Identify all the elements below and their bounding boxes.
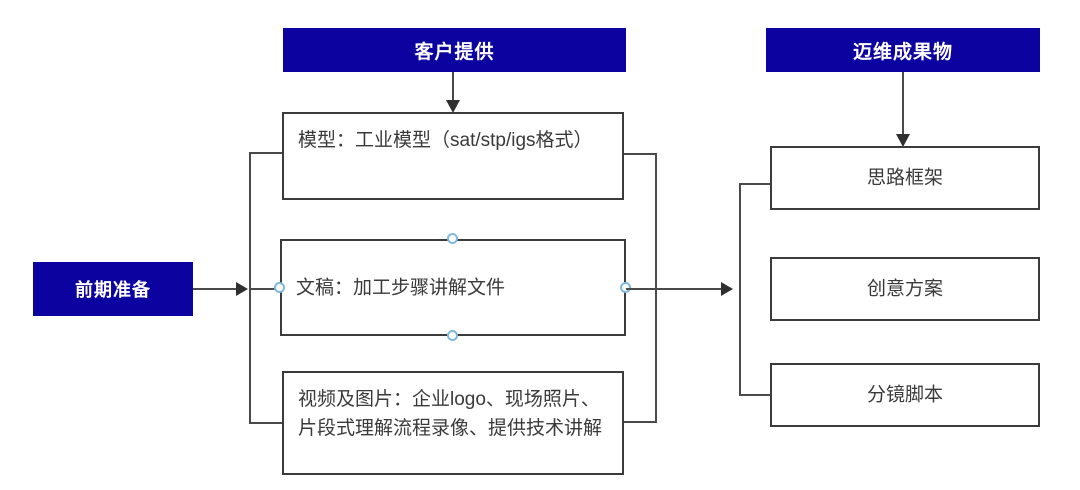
node-preparation-label: 前期准备 [75,280,151,300]
node-document-label: 文稿：加工步骤讲解文件 [296,277,506,298]
node-storyboard-label: 分镜脚本 [866,384,943,406]
arrowhead-preparation-icon [236,282,248,296]
node-creative-plan[interactable]: 创意方案 [770,257,1040,321]
arrowhead-client-to-deliverables-icon [721,282,733,296]
bracket-left-branch-model [249,152,284,154]
header-client-provided-label: 客户提供 [414,41,495,63]
node-video-images[interactable]: 视频及图片：企业logo、现场照片、片段式理解流程录像、提供技术讲解 [282,371,624,475]
bracket-left-branch-document [249,288,284,290]
node-preparation[interactable]: 前期准备 [33,262,193,316]
connection-handle-top[interactable] [447,233,458,244]
header-client-provided[interactable]: 客户提供 [283,28,626,72]
node-framework-label: 思路框架 [866,167,943,189]
bracket-right-branch-framework [739,183,772,185]
node-video-images-label: 视频及图片：企业logo、现场照片、片段式理解流程录像、提供技术讲解 [298,389,603,439]
connector-preparation-to-bracket [193,288,238,290]
connection-handle-bottom[interactable] [447,330,458,341]
connection-handle-right[interactable] [620,282,631,293]
node-model-label: 模型：工业模型（sat/stp/igs格式） [298,130,593,151]
arrowhead-header-to-framework-icon [896,134,910,147]
node-storyboard[interactable]: 分镜脚本 [770,363,1040,427]
bracket-right-branch-storyboard [739,394,772,396]
node-creative-plan-label: 创意方案 [866,278,943,300]
arrowhead-header-to-model-icon [446,100,460,113]
bracket-right-spine [739,183,741,396]
connector-header-to-framework [902,72,904,138]
connection-handle-left[interactable] [274,282,285,293]
bracket-collect-branch-document [626,288,657,290]
node-document[interactable]: 文稿：加工步骤讲解文件 [280,239,626,336]
bracket-collect-branch-video [624,421,657,423]
node-framework[interactable]: 思路框架 [770,146,1040,210]
bracket-collect-branch-model [624,153,657,155]
header-maiwei-deliverables[interactable]: 迈维成果物 [766,28,1040,72]
connector-header-to-model [452,72,454,104]
bracket-left-branch-video [249,422,284,424]
header-maiwei-deliverables-label: 迈维成果物 [852,41,953,63]
node-model[interactable]: 模型：工业模型（sat/stp/igs格式） [282,112,624,200]
connector-client-to-deliverables [655,288,723,290]
